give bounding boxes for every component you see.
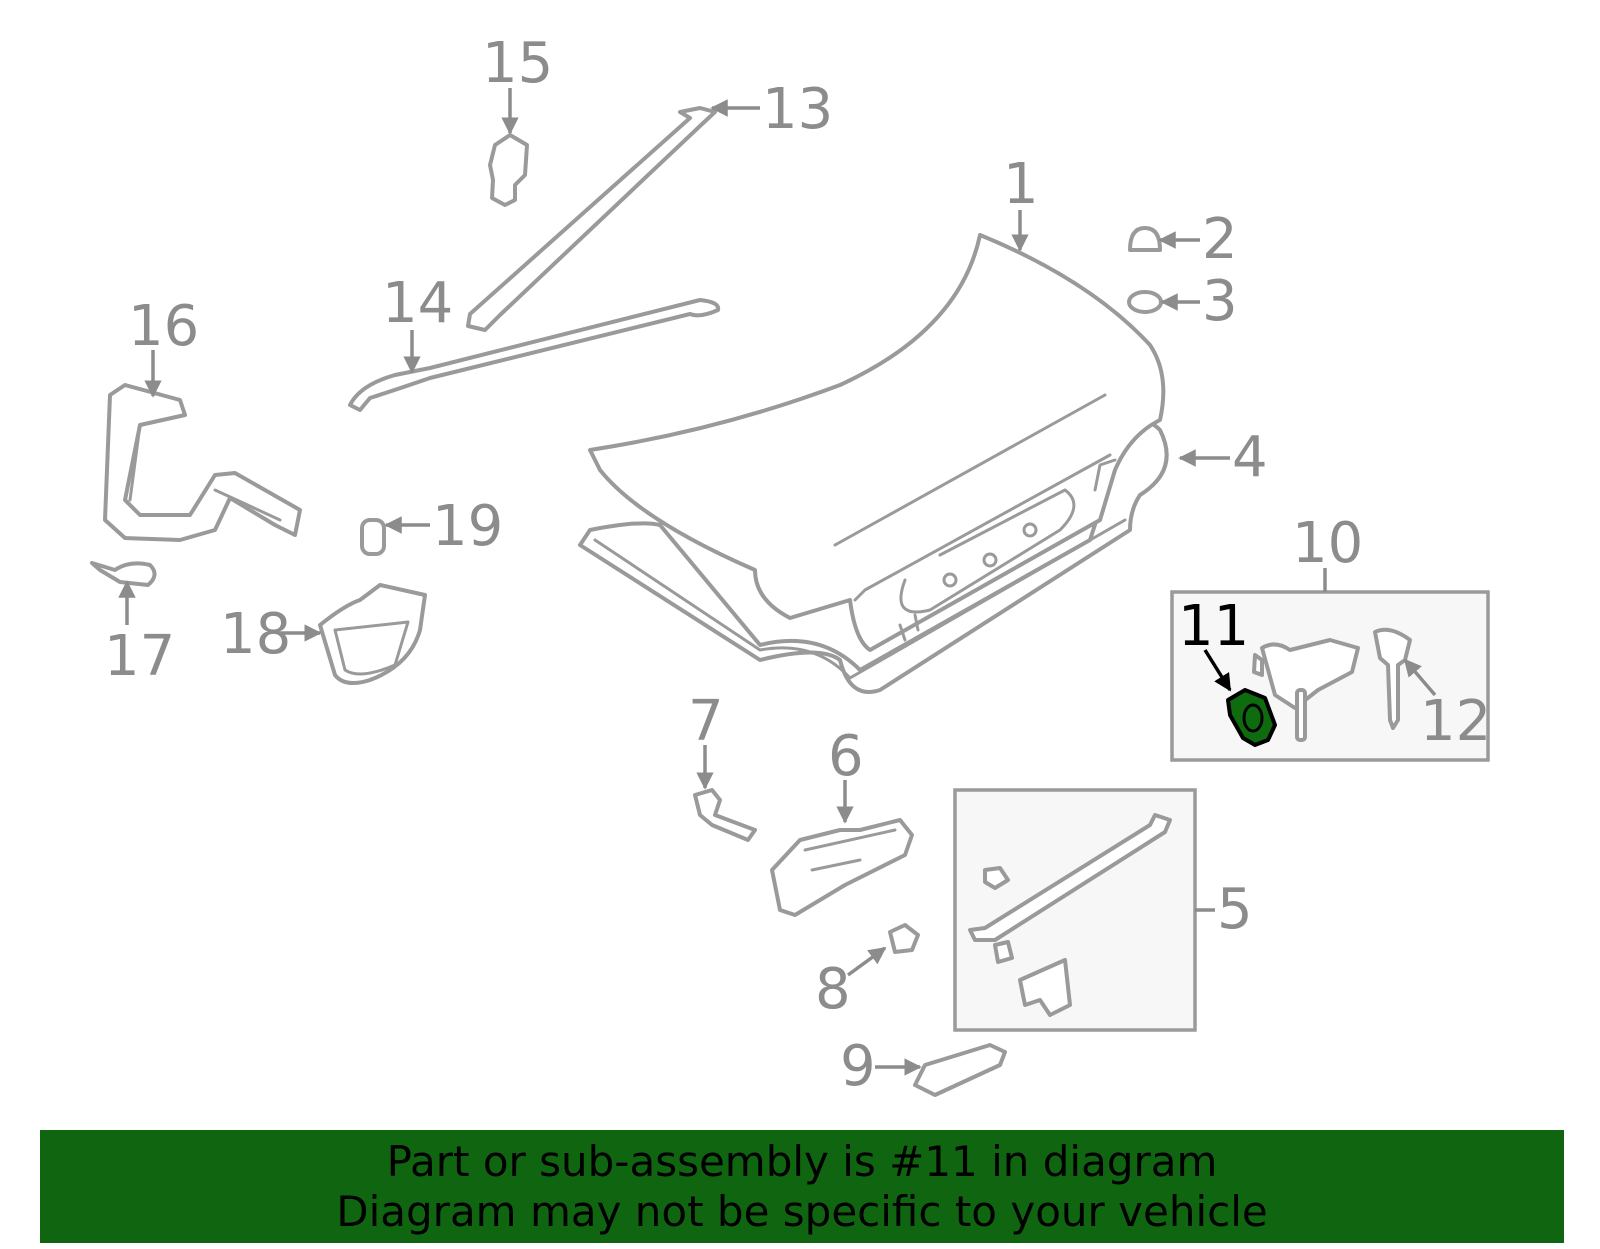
callout-15: 15 [482, 31, 553, 96]
part-13-torsion-bar [466, 106, 717, 332]
part-19-bulb [360, 518, 386, 556]
callout-19: 19 [432, 494, 503, 559]
callout-1: 1 [1003, 152, 1039, 217]
callout-13: 13 [762, 77, 833, 142]
callout-14: 14 [382, 271, 453, 336]
callout-6: 6 [828, 724, 864, 789]
part-3-plug [1127, 290, 1163, 314]
banner-line-part-number: Part or sub-assembly is #11 in diagram [386, 1136, 1218, 1186]
callout-11: 11 [1178, 594, 1249, 659]
part-11-highlighted-gasket [1226, 688, 1277, 747]
part-1-trunk-lid [588, 233, 1166, 652]
part-8-bumper [888, 923, 920, 954]
callout-16: 16 [128, 294, 199, 359]
callout-9: 9 [840, 1034, 876, 1099]
part-18-lamp [318, 583, 427, 686]
callout-5: 5 [1217, 877, 1253, 942]
part-16-hinge [103, 383, 302, 542]
part-6-latch [770, 818, 914, 917]
part-4-weatherstrip [578, 418, 1169, 694]
parts-diagram: 1 2 3 4 5 6 7 8 9 10 11 12 13 14 15 16 1… [90, 31, 1491, 1099]
part-14-torsion-bar [348, 298, 721, 412]
callout-8: 8 [815, 957, 851, 1022]
callout-10: 10 [1292, 511, 1363, 576]
part-5-release-assembly-box [953, 788, 1197, 1032]
banner-line-disclaimer: Diagram may not be specific to your vehi… [336, 1186, 1268, 1236]
leader-lines [118, 88, 1437, 1076]
callout-12: 12 [1420, 689, 1491, 754]
callout-2: 2 [1202, 207, 1238, 272]
callout-3: 3 [1202, 269, 1238, 334]
part-17-pin [90, 561, 157, 587]
part-7-bolt [693, 788, 757, 842]
info-banner: Part or sub-assembly is #11 in diagram D… [40, 1130, 1564, 1243]
part-2-bumper [1128, 226, 1162, 252]
callout-17: 17 [104, 624, 175, 689]
callout-4: 4 [1232, 425, 1268, 490]
callout-labels: 1 2 3 4 5 6 7 8 9 10 11 12 13 14 15 16 1… [104, 31, 1491, 1099]
callout-18: 18 [220, 602, 291, 667]
part-9-striker [913, 1043, 1007, 1097]
part-15-clip [488, 133, 529, 207]
callout-7: 7 [688, 689, 724, 754]
